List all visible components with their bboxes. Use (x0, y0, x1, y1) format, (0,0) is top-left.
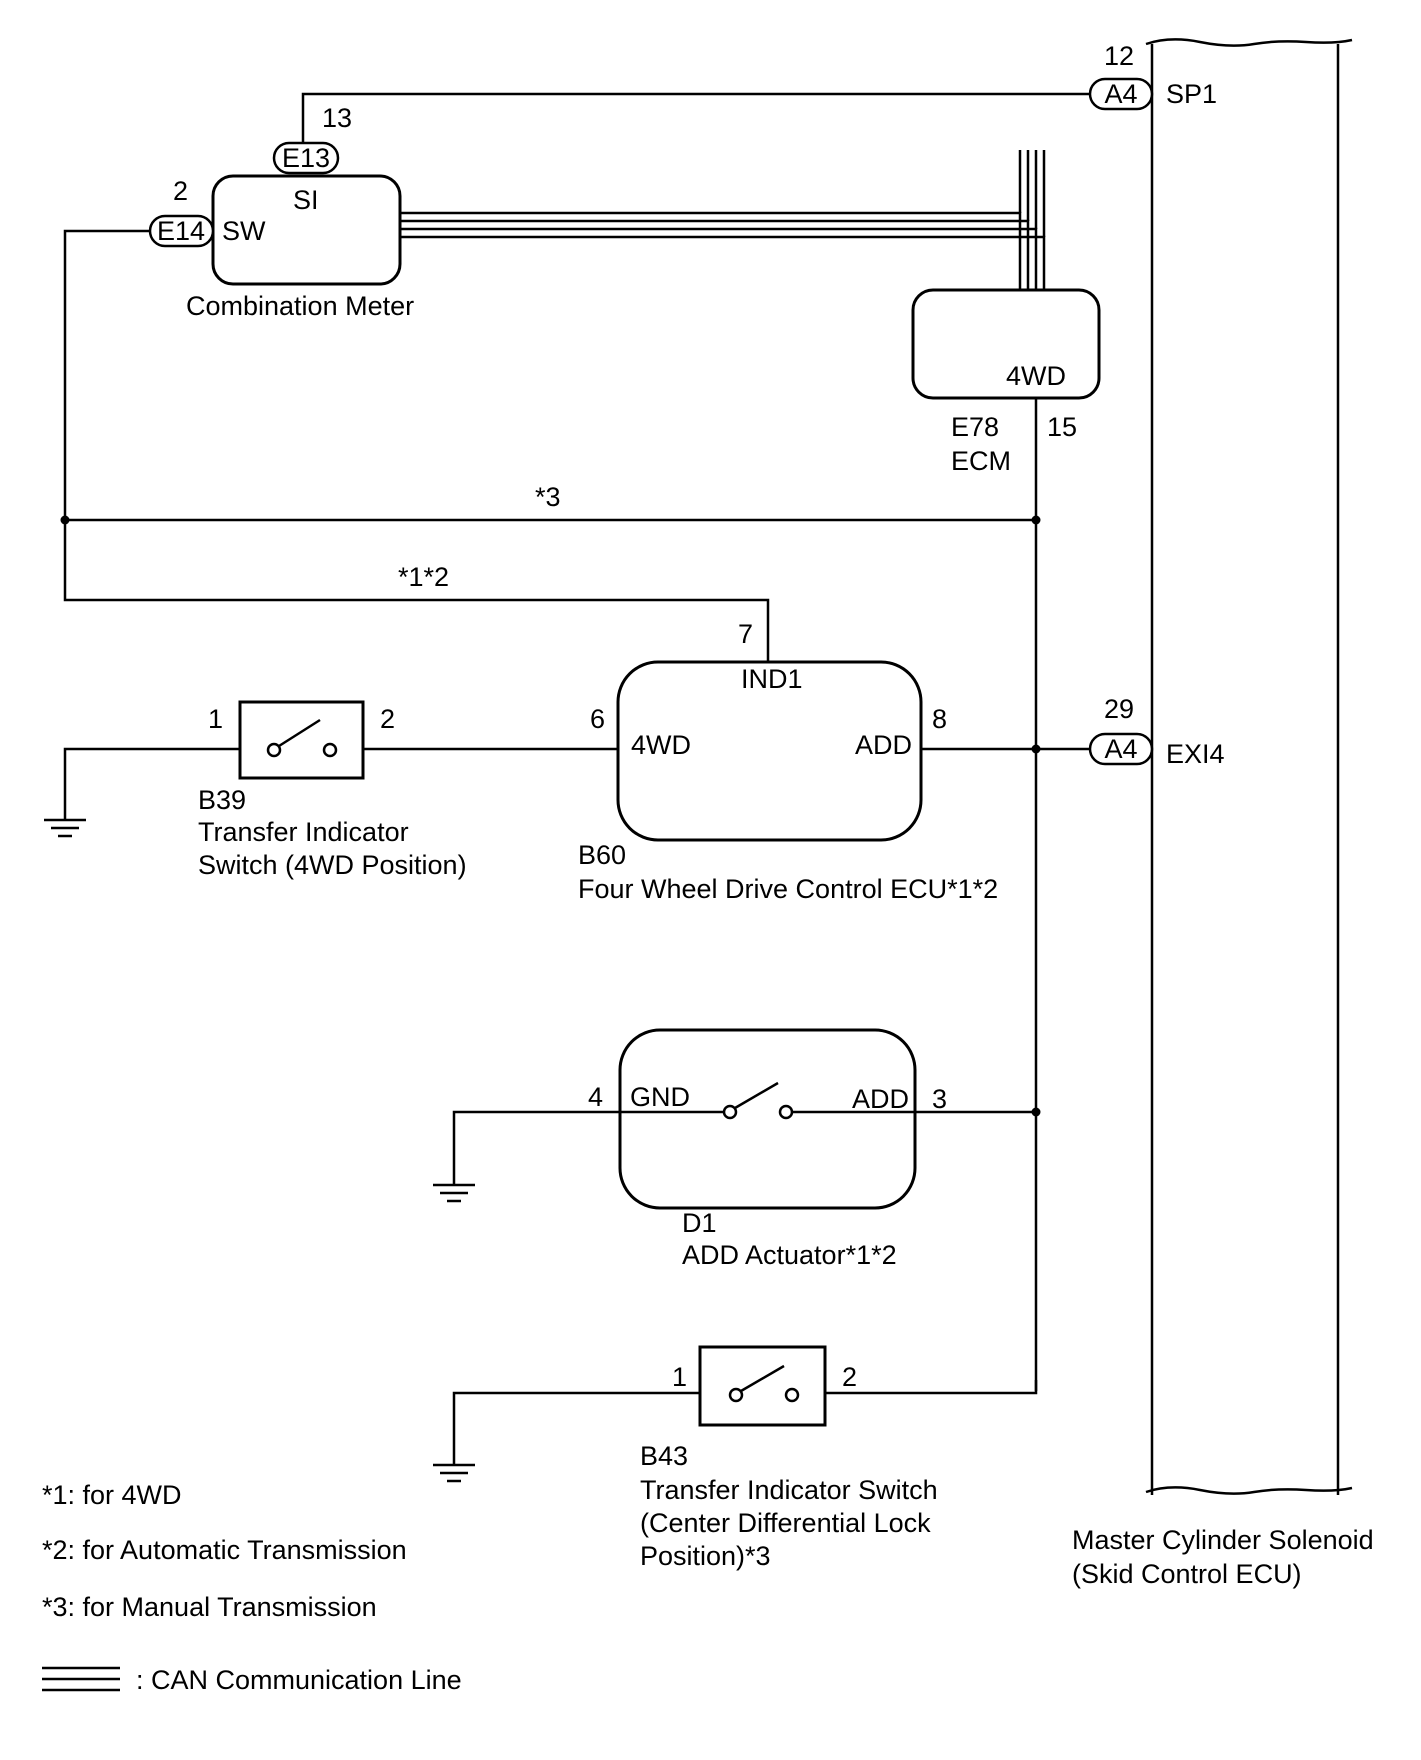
ground-symbol (433, 1463, 475, 1483)
legend-can-line: : CAN Communication Line (42, 1665, 462, 1695)
pin-number: 1 (208, 704, 223, 734)
component-name: Four Wheel Drive Control ECU*1*2 (578, 874, 998, 904)
pin-label-add: ADD (852, 1084, 909, 1114)
component-name: (Skid Control ECU) (1072, 1559, 1302, 1589)
wire-note: *1*2 (398, 562, 449, 592)
component-name: Transfer Indicator Switch (640, 1475, 938, 1505)
component-code: B39 (198, 785, 246, 815)
pin-number: 7 (738, 619, 753, 649)
switch-b43: 1 2 B43 Transfer Indicator Switch (Cente… (640, 1345, 938, 1571)
component-name: ADD Actuator*1*2 (682, 1240, 897, 1270)
pin-number: 6 (590, 704, 605, 734)
legend-label: : CAN Communication Line (136, 1665, 462, 1695)
connector-a4-exi4: A4 (1088, 732, 1154, 766)
footnote: *2: for Automatic Transmission (42, 1535, 407, 1565)
wires (63, 92, 1100, 1465)
connector-a4-sp1: A4 (1088, 77, 1154, 111)
pin-label-ind1: IND1 (741, 664, 803, 694)
pin-number: 2 (380, 704, 395, 734)
can-bus (400, 150, 1046, 290)
component-name: Position)*3 (640, 1541, 771, 1571)
pin-number: 2 (842, 1362, 857, 1392)
ground-symbol (433, 1183, 475, 1203)
pin-number: 12 (1104, 41, 1134, 71)
connector-code: E14 (157, 216, 205, 246)
footnotes: *1: for 4WD *2: for Automatic Transmissi… (42, 1480, 407, 1622)
component-name: (Center Differential Lock (640, 1508, 931, 1538)
component-name: Combination Meter (186, 291, 414, 321)
pin-number: 8 (932, 704, 947, 734)
footnote: *3: for Manual Transmission (42, 1592, 377, 1622)
add-actuator: GND ADD 4 3 D1 ADD Actuator*1*2 (588, 1028, 947, 1270)
pin-number: 3 (932, 1084, 947, 1114)
pin-number: 15 (1047, 412, 1077, 442)
component-code: B43 (640, 1441, 688, 1471)
connector-code: A4 (1104, 79, 1137, 109)
junctions (60, 515, 1041, 1117)
connector-e13: E13 (272, 141, 340, 175)
pin-number: 29 (1104, 694, 1134, 724)
pin-label-gnd: GND (630, 1082, 690, 1112)
pin-number: 1 (672, 1362, 687, 1392)
component-name: Switch (4WD Position) (198, 850, 467, 880)
component-code: B60 (578, 840, 626, 870)
pin-number: 13 (322, 103, 352, 133)
ecm: 4WD E78 ECM 15 (911, 288, 1101, 476)
connector-code: E13 (282, 143, 330, 173)
component-code: D1 (682, 1208, 717, 1238)
pin-number: 2 (173, 176, 188, 206)
skid-control-ecu (1145, 38, 1353, 1495)
four-wheel-drive-control-ecu: IND1 4WD ADD 7 6 8 B60 Four Wheel Drive … (578, 619, 998, 904)
ground-symbol (44, 818, 86, 838)
component-name: ECM (951, 446, 1011, 476)
component-name: Transfer Indicator (198, 817, 409, 847)
pin-number: 4 (588, 1082, 603, 1112)
connector-code: A4 (1104, 734, 1137, 764)
pin-label-4wd: 4WD (631, 730, 691, 760)
combination-meter: SI SW Combination Meter 13 2 (173, 103, 414, 321)
switch-b39: 1 2 B39 Transfer Indicator Switch (4WD P… (198, 700, 467, 880)
pin-label-exi4: EXI4 (1166, 739, 1225, 769)
pin-label-4wd: 4WD (1006, 361, 1066, 391)
pin-label-sp1: SP1 (1166, 79, 1217, 109)
component-code: E78 (951, 412, 999, 442)
wire-note: *3 (535, 482, 561, 512)
component-name: Master Cylinder Solenoid (1072, 1525, 1374, 1555)
footnote: *1: for 4WD (42, 1480, 182, 1510)
pin-label-add: ADD (855, 730, 912, 760)
pin-label-si: SI (293, 185, 319, 215)
connector-e14: E14 (148, 214, 215, 248)
pin-label-sw: SW (222, 216, 266, 246)
